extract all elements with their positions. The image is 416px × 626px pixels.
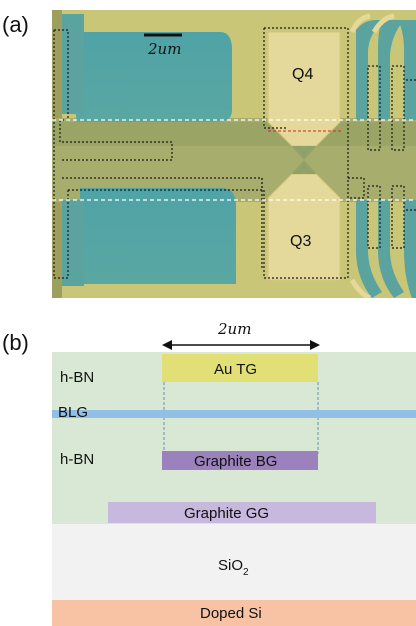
gate-pad-q4 [267,31,341,147]
lower-left-pad [80,188,236,284]
blg-layer [52,410,416,418]
panel-a-label: (a) [2,12,29,37]
dashed-gate-outlines [53,27,416,279]
scale-bar-label: 2um [147,40,181,58]
gate-pad-q3 [267,173,341,281]
sio2-label: SiO2 [218,557,249,578]
hbn-bottom-label: h-BN [60,451,94,468]
layer-stack-schematic: 2um Au TG Graphite BG Graphite GG h-BN B… [52,320,416,626]
au-tg-label: Au TG [214,361,257,378]
doped-si-label: Doped Si [200,605,262,622]
graphite-bg-label: Graphite BG [194,453,277,470]
au-top-gate [162,354,318,382]
sio2-layer [52,524,416,600]
blg-label: BLG [58,404,88,421]
dimension-label: 2um [217,320,251,338]
hbn-top-label: h-BN [60,369,94,386]
upper-left-pad [76,32,232,122]
graphite-global-gate [108,502,376,523]
region-label-q3: Q3 [290,233,311,250]
optical-micrograph: 2um Q4 Q3 [52,10,416,298]
doped-si-layer [52,600,416,626]
graphite-bottom-gate [162,451,318,470]
graphite-gg-label: Graphite GG [184,505,269,522]
panel-b-label: (b) [2,330,29,355]
region-label-q4: Q4 [292,66,313,83]
